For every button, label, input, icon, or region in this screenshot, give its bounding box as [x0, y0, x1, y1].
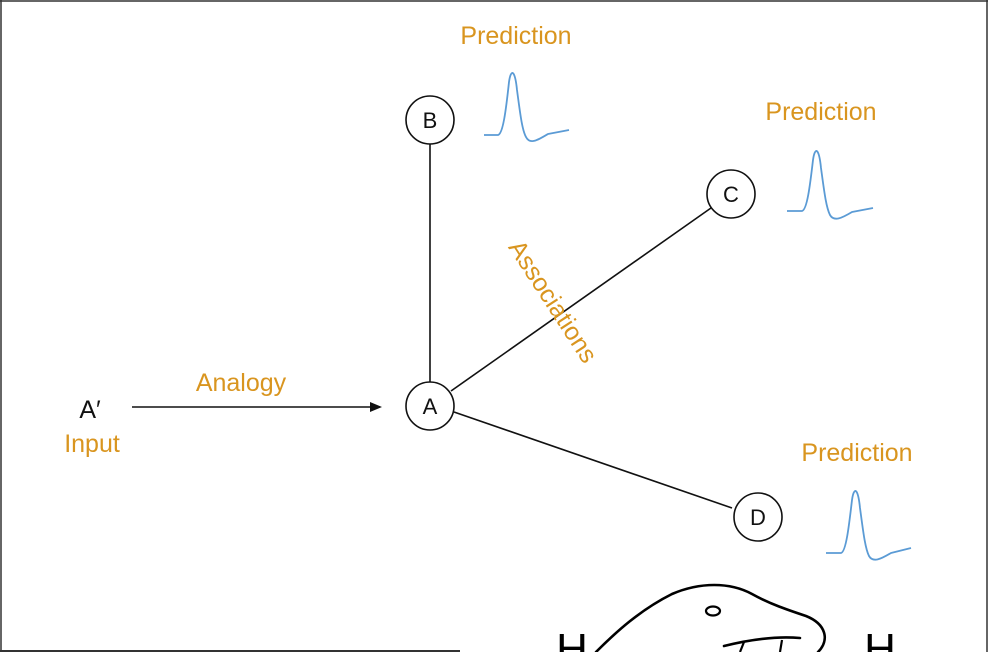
creature-eye-icon [704, 605, 722, 617]
edge-a-d [453, 411, 733, 509]
associations-label: Associations [503, 235, 603, 368]
node-d-label: D [750, 505, 766, 530]
prediction-c-label: Prediction [765, 98, 876, 126]
waveform-c-icon [787, 150, 874, 220]
bottom-letter-left: H [556, 625, 588, 652]
node-b-label: B [423, 108, 438, 133]
input-caption: Input [64, 430, 120, 458]
node-a-label: A [423, 394, 438, 419]
node-a: A [405, 381, 455, 431]
input-symbol: A′ [79, 396, 101, 424]
node-d: D [733, 492, 783, 542]
waveform-d-icon [826, 490, 912, 561]
edge-a-c [450, 207, 712, 392]
creature-drawing [594, 583, 827, 652]
analogy-label: Analogy [196, 369, 287, 397]
node-c: C [706, 169, 756, 219]
node-b: B [405, 95, 455, 145]
bottom-letter-right: H [864, 625, 896, 652]
prediction-d-label: Prediction [801, 439, 912, 467]
node-c-label: C [723, 182, 739, 207]
prediction-b-label: Prediction [460, 22, 571, 50]
waveform-b-icon [484, 72, 570, 143]
